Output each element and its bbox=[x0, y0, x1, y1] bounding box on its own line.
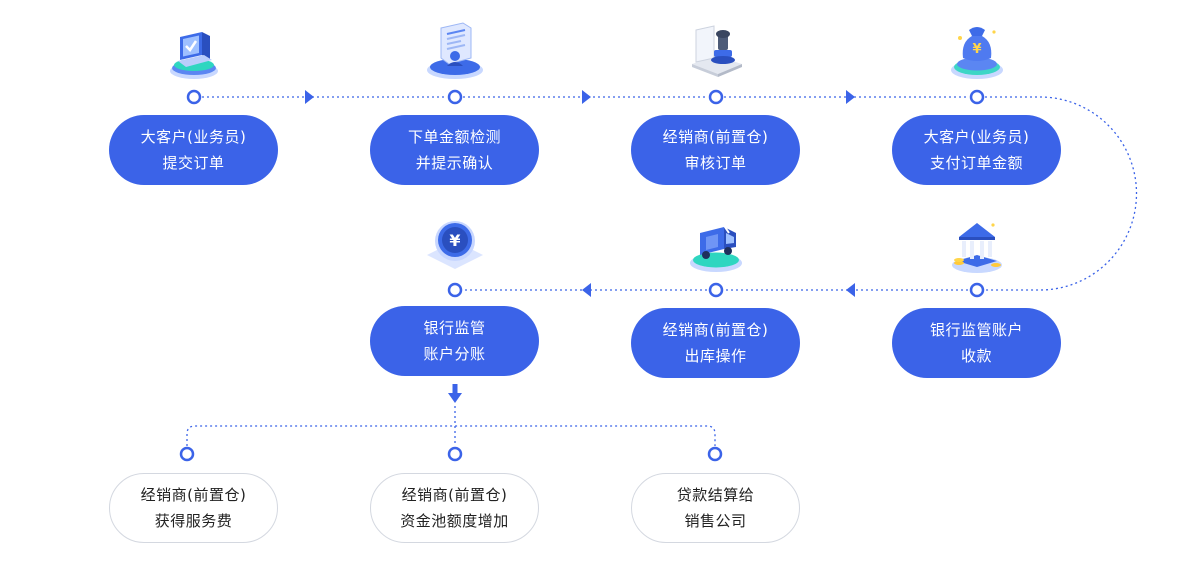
clipboard-user-icon bbox=[427, 22, 483, 79]
outcome-dot-3 bbox=[707, 446, 723, 462]
step-6-line-2: 出库操作 bbox=[684, 347, 747, 365]
step-7-line-2: 账户分账 bbox=[423, 345, 486, 363]
node-dot-5 bbox=[969, 282, 985, 298]
stamp-icon bbox=[692, 25, 742, 77]
arrow-left-2 bbox=[582, 283, 591, 297]
connector-4-5-curve bbox=[985, 96, 1138, 291]
arrow-left-1 bbox=[846, 283, 855, 297]
step-2-line-2: 并提示确认 bbox=[415, 154, 494, 172]
delivery-truck-icon bbox=[690, 220, 742, 272]
step-5-line-2: 收款 bbox=[960, 347, 992, 365]
yuan-coin-icon: ¥ bbox=[427, 221, 483, 269]
bank-icon bbox=[952, 223, 1002, 273]
step-5-line-1: 银行监管账户 bbox=[929, 321, 1023, 339]
computer-check-icon bbox=[170, 32, 218, 79]
arrow-right-3 bbox=[846, 90, 855, 104]
outcome-dot-1 bbox=[179, 446, 195, 462]
outcome-3-settlement: 贷款结算给 销售公司 bbox=[631, 473, 800, 543]
money-bag-yuan-icon: ¥ bbox=[951, 27, 1003, 79]
arrow-right-1 bbox=[305, 90, 314, 104]
outcome-2-line-2: 资金池额度增加 bbox=[400, 512, 509, 530]
step-7-bank-split: 银行监管 账户分账 bbox=[370, 306, 539, 376]
step-6-line-1: 经销商(前置仓) bbox=[662, 321, 769, 339]
outcome-3-line-1: 贷款结算给 bbox=[676, 486, 755, 504]
outcome-2-fund-pool: 经销商(前置仓) 资金池额度增加 bbox=[370, 473, 539, 543]
step-1-line-1: 大客户(业务员) bbox=[140, 128, 247, 146]
step-5-bank-receive: 银行监管账户 收款 bbox=[892, 308, 1061, 378]
node-dot-3 bbox=[708, 89, 724, 105]
outcome-3-line-2: 销售公司 bbox=[684, 512, 747, 530]
step-2-amount-check: 下单金额检测 并提示确认 bbox=[370, 115, 539, 185]
svg-text:¥: ¥ bbox=[449, 231, 460, 250]
step-3-review-order: 经销商(前置仓) 审核订单 bbox=[631, 115, 800, 185]
step-1-submit-order: 大客户(业务员) 提交订单 bbox=[109, 115, 278, 185]
outcome-1-line-1: 经销商(前置仓) bbox=[140, 486, 247, 504]
outcome-1-service-fee: 经销商(前置仓) 获得服务费 bbox=[109, 473, 278, 543]
node-dot-1 bbox=[186, 89, 202, 105]
step-3-line-1: 经销商(前置仓) bbox=[662, 128, 769, 146]
node-dot-2 bbox=[447, 89, 463, 105]
step-4-line-1: 大客户(业务员) bbox=[923, 128, 1030, 146]
outcome-1-line-2: 获得服务费 bbox=[154, 512, 233, 530]
outcome-dot-2 bbox=[447, 446, 463, 462]
step-6-warehouse-out: 经销商(前置仓) 出库操作 bbox=[631, 308, 800, 378]
outcome-2-line-1: 经销商(前置仓) bbox=[401, 486, 508, 504]
step-4-pay-order: 大客户(业务员) 支付订单金额 bbox=[892, 115, 1061, 185]
step-2-line-1: 下单金额检测 bbox=[407, 128, 501, 146]
node-dot-4 bbox=[969, 89, 985, 105]
step-7-line-1: 银行监管 bbox=[423, 319, 486, 337]
svg-text:¥: ¥ bbox=[972, 42, 981, 57]
split-arrow bbox=[448, 384, 462, 403]
arrow-right-2 bbox=[582, 90, 591, 104]
node-dot-7 bbox=[447, 282, 463, 298]
branch-connector bbox=[186, 406, 716, 446]
step-3-line-2: 审核订单 bbox=[684, 154, 747, 172]
step-4-line-2: 支付订单金额 bbox=[929, 154, 1023, 172]
step-1-line-2: 提交订单 bbox=[162, 154, 225, 172]
node-dot-6 bbox=[708, 282, 724, 298]
